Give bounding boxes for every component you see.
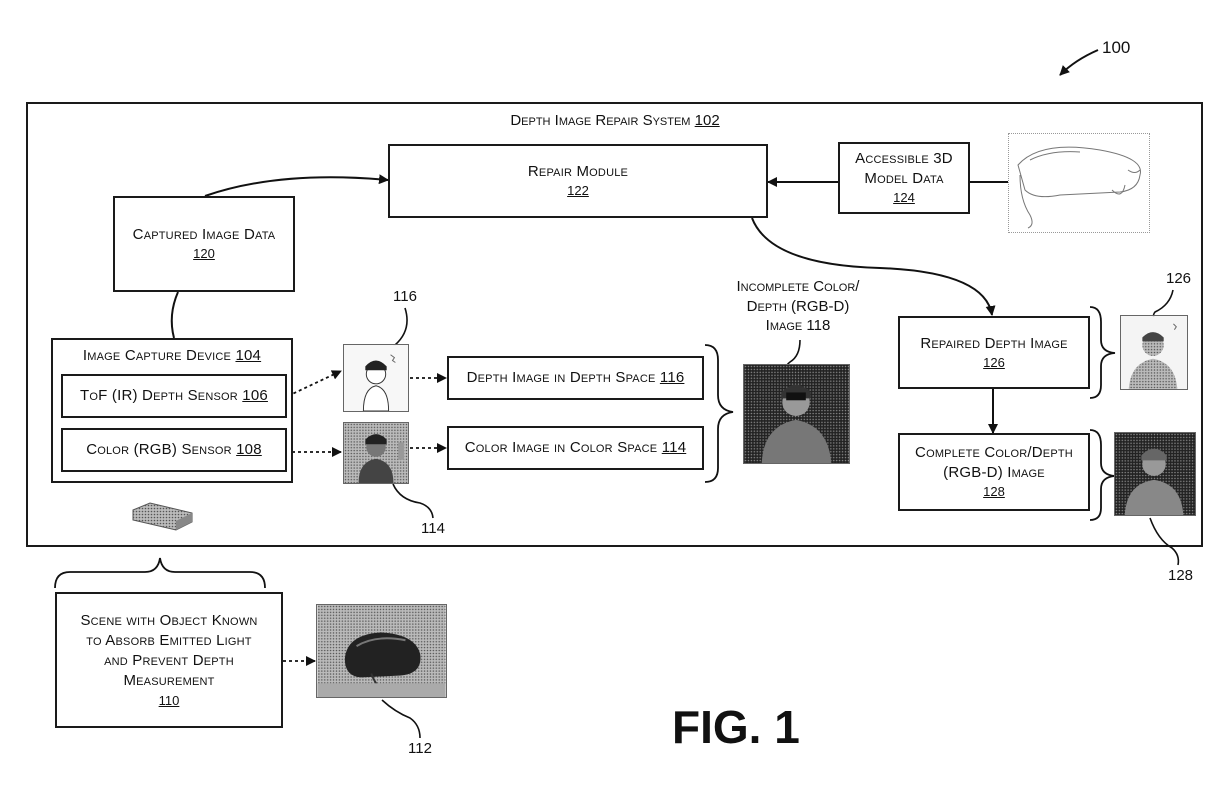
arrow-captured-to-repair (204, 174, 389, 197)
model-data-ref: 124 (893, 190, 915, 206)
incomplete-rgbd-label: Incomplete Color/ Depth (RGB-D) Image 11… (718, 277, 878, 336)
incomplete-rgbd-image (743, 364, 850, 464)
repaired-depth-box: Repaired Depth Image 126 (898, 316, 1090, 389)
figure-label: FIG. 1 (672, 701, 800, 753)
system-title: Depth Image Repair System 102 (440, 111, 790, 131)
captured-data-label: Captured Image Data (132, 226, 276, 244)
repair-module-label: Repair Module (527, 163, 629, 181)
leader-112 (381, 699, 421, 739)
figure-ref-100: 100 (1102, 38, 1131, 57)
depth-image-label-text: Depth Image in Depth Space (466, 368, 656, 386)
scene-ref: 110 (158, 692, 180, 708)
capture-device-label-text: Image Capture Device (82, 347, 232, 364)
tof-sensor-ref: 106 (242, 386, 268, 404)
leader-114 (392, 483, 434, 519)
captured-data-box: Captured Image Data 120 (113, 196, 295, 292)
tof-sensor-label-text: ToF (IR) Depth Sensor (80, 386, 238, 404)
complete-line2: (RGB-D) Image (943, 464, 1045, 482)
dashed-arrow-tof-to-depth (287, 370, 342, 397)
repair-module-box: Repair Module 122 (388, 144, 768, 218)
callout-128: 128 (1168, 567, 1194, 584)
line-device-to-captured (170, 291, 179, 339)
scene-line2: to Absorb Emitted Light (86, 631, 252, 649)
depth-sensor-photo (343, 344, 409, 412)
color-sensor-box: Color (RGB) Sensor 108 (61, 428, 287, 472)
system-title-ref: 102 (694, 112, 720, 129)
color-sensor-photo (343, 422, 409, 484)
tof-sensor-box: ToF (IR) Depth Sensor 106 (61, 374, 287, 418)
repair-module-ref: 122 (567, 183, 589, 199)
incomplete-line1: Incomplete Color/ (736, 278, 860, 295)
repaired-depth-photo (1120, 315, 1188, 390)
arrow-repair-to-repaired (751, 217, 996, 316)
repaired-depth-label: Repaired Depth Image (920, 334, 1068, 352)
scene-line3: and Prevent Depth (104, 652, 234, 670)
brace-scene (54, 557, 266, 589)
scene-object-photo (316, 604, 447, 698)
brace-repaired (1089, 306, 1116, 399)
depth-image-label: Depth Image in Depth Space 116 (467, 368, 685, 388)
color-sensor-label: Color (RGB) Sensor 108 (86, 440, 262, 460)
repaired-depth-ref: 126 (983, 354, 1005, 370)
tof-sensor-label: ToF (IR) Depth Sensor 106 (80, 386, 268, 406)
brace-depth-color (704, 344, 734, 483)
callout-126: 126 (1166, 270, 1192, 287)
complete-rgbd-photo (1114, 432, 1196, 516)
color-image-label-text: Color Image in Color Space (464, 438, 658, 456)
complete-line1: Complete Color/Depth (915, 443, 1073, 461)
complete-rgbd-box: Complete Color/Depth (RGB-D) Image 128 (898, 433, 1090, 511)
headset-model-art (1017, 146, 1141, 229)
capture-device-label: Image Capture Device 104 (83, 346, 261, 366)
capture-device-ref: 104 (235, 347, 262, 364)
callout-116: 116 (393, 288, 417, 305)
system-title-text: Depth Image Repair System (510, 112, 691, 129)
model-data-line1: Accessible 3D (855, 149, 953, 167)
scene-line4: Measurement (123, 672, 215, 690)
color-image-box: Color Image in Color Space 114 (447, 426, 704, 470)
scene-box: Scene with Object Known to Absorb Emitte… (55, 592, 283, 728)
leader-128 (1149, 517, 1180, 566)
brace-complete (1089, 429, 1116, 521)
model-data-line2: Model Data (864, 170, 944, 188)
figure-ref-arrow (1059, 49, 1099, 76)
model-data-box: Accessible 3D Model Data 124 (838, 142, 970, 214)
incomplete-line3: Image 118 (765, 317, 831, 334)
color-image-ref: 114 (661, 438, 687, 456)
camera-device-sketch (132, 502, 193, 531)
callout-112: 112 (408, 740, 432, 757)
system-frame (26, 102, 1203, 547)
incomplete-line2: Depth (RGB-D) (746, 297, 850, 315)
captured-data-ref: 120 (193, 246, 215, 262)
depth-image-ref: 116 (659, 368, 685, 386)
headset-model-picture (1008, 133, 1150, 233)
color-sensor-label-text: Color (RGB) Sensor (86, 440, 232, 458)
complete-ref: 128 (983, 484, 1005, 500)
color-sensor-ref: 108 (236, 440, 262, 458)
scene-line1: Scene with Object Known (80, 611, 258, 629)
color-image-label: Color Image in Color Space 114 (465, 438, 686, 458)
callout-114: 114 (421, 520, 445, 537)
depth-image-box: Depth Image in Depth Space 116 (447, 356, 704, 400)
